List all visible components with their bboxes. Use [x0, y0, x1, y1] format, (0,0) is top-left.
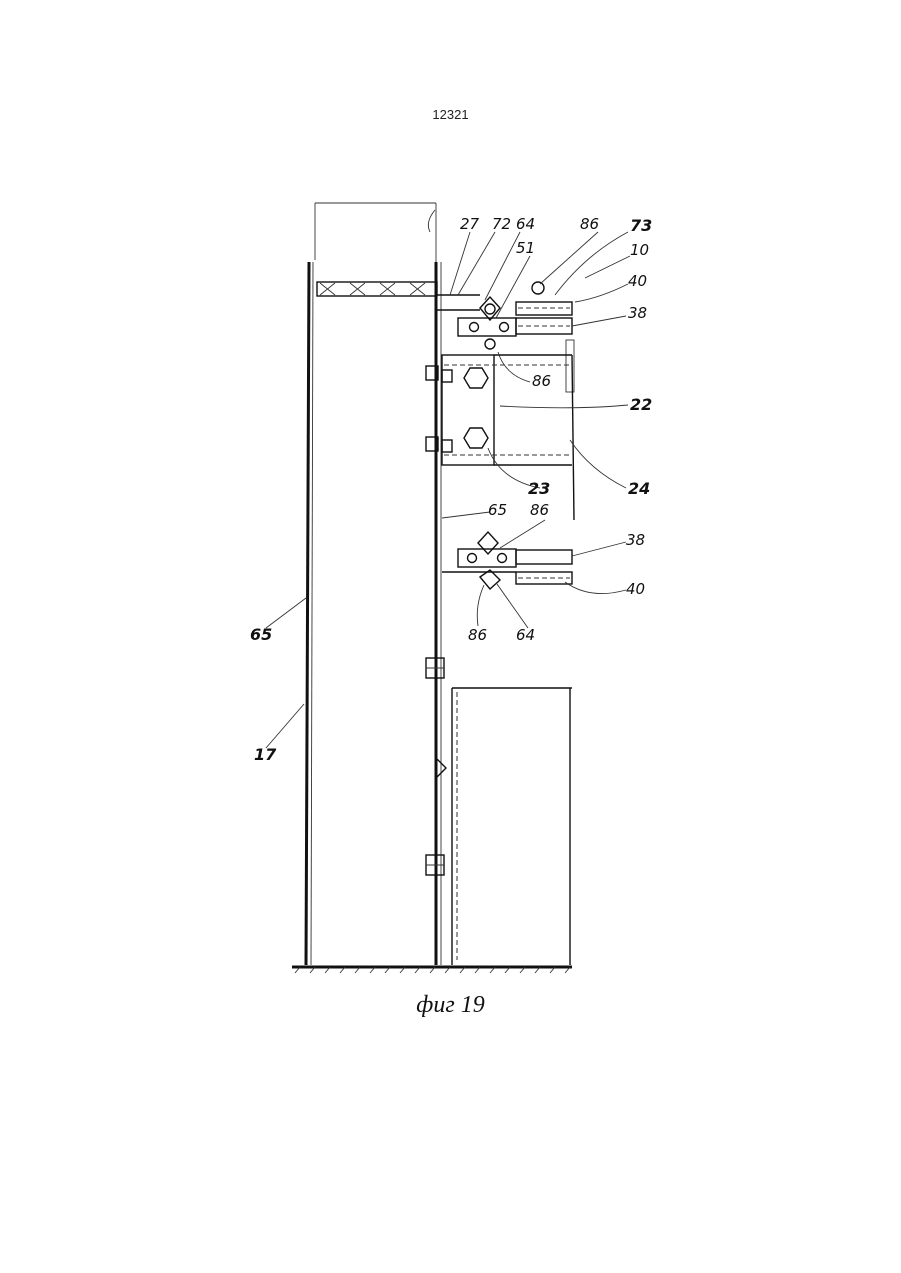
lower-right-panel	[452, 688, 572, 965]
label-51: 51	[516, 239, 535, 257]
label-72: 72	[492, 215, 511, 233]
label-86-top: 86	[580, 215, 599, 233]
label-38-top: 38	[628, 304, 647, 322]
label-64-top: 64	[516, 215, 535, 233]
label-86-mid: 86	[532, 372, 551, 390]
label-40-low: 40	[626, 580, 645, 598]
label-40-top: 40	[628, 272, 647, 290]
label-24: 24	[628, 479, 650, 498]
label-86-low: 86	[530, 501, 549, 519]
label-73: 73	[630, 216, 652, 235]
label-86-bottom: 86	[468, 626, 487, 644]
label-65-mid: 65	[488, 501, 507, 519]
left-panel	[306, 203, 441, 965]
label-23: 23	[528, 479, 550, 498]
label-38-low: 38	[626, 531, 645, 549]
leader-lines	[266, 210, 630, 748]
figure-caption: фиг 19	[0, 992, 901, 1019]
top-beam	[317, 282, 480, 310]
bolted-plate	[426, 355, 574, 520]
ground-line	[292, 967, 572, 973]
label-17: 17	[254, 745, 277, 764]
label-65-left: 65	[250, 625, 272, 644]
label-22: 22	[630, 395, 652, 414]
lower-bracket	[442, 532, 572, 589]
label-27: 27	[460, 215, 480, 233]
label-64-bottom: 64	[516, 626, 535, 644]
label-10: 10	[630, 241, 649, 259]
